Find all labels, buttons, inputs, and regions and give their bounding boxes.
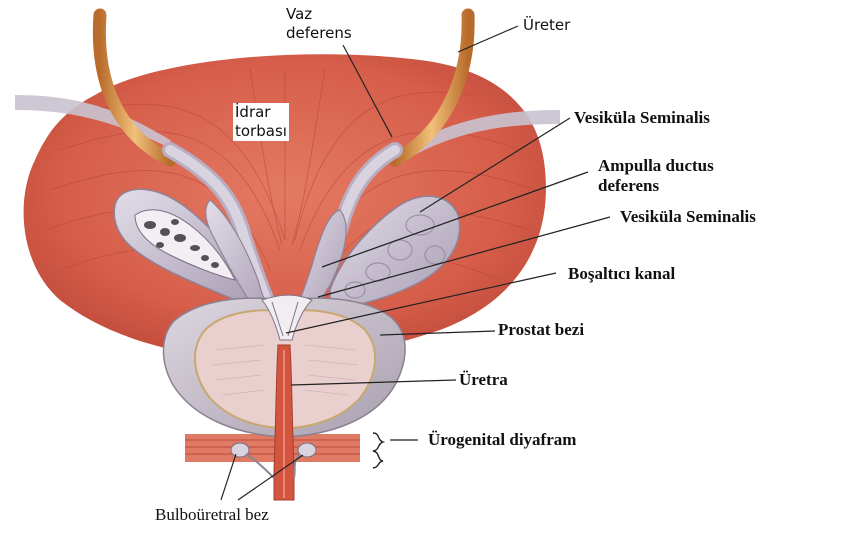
label-vesikula-seminalis-1: Vesiküla Seminalis xyxy=(574,108,710,128)
label-ureter: Üreter xyxy=(523,16,570,35)
urogenital-diaphragm-shape xyxy=(185,434,360,462)
label-bosaltici-kanal: Boşaltıcı kanal xyxy=(568,264,675,284)
label-ampulla-line1: Ampulla ductus xyxy=(598,156,714,176)
label-ampulla-line2: deferens xyxy=(598,176,714,196)
label-vaz-line2: deferens xyxy=(286,24,352,43)
label-ampulla-ductus-deferens: Ampulla ductus deferens xyxy=(598,156,714,196)
label-prostat-bezi: Prostat bezi xyxy=(498,320,584,340)
label-urogenital-diyafram: Ürogenital diyafram xyxy=(428,430,576,450)
label-idrar-line1: İdrar xyxy=(235,103,287,122)
label-vesikula-seminalis-2: Vesiküla Seminalis xyxy=(620,207,756,227)
label-bulbouretral-bez: Bulboüretral bez xyxy=(155,505,269,525)
label-idrar-line2: torbası xyxy=(235,122,287,141)
label-idrar-torbasi: İdrar torbası xyxy=(233,103,289,141)
brace-urogenital xyxy=(373,433,383,468)
label-vaz-deferens: Vaz deferens xyxy=(286,5,352,43)
urethra-shape xyxy=(274,345,294,500)
label-vaz-line1: Vaz xyxy=(286,5,352,24)
label-uretra: Üretra xyxy=(459,370,508,390)
